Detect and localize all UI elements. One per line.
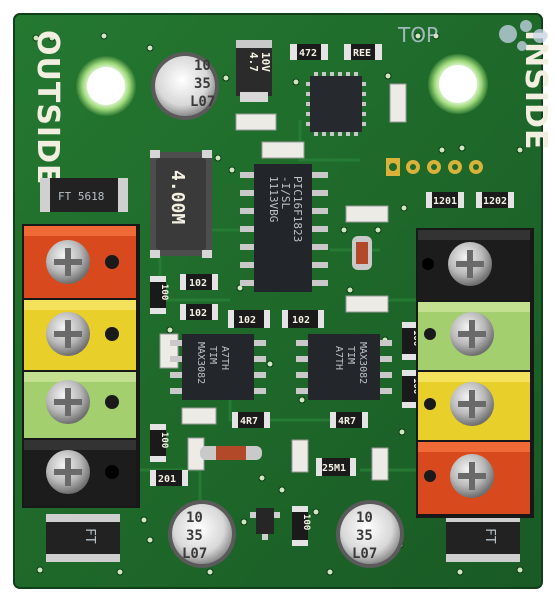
outside-label: OUTSIDE <box>30 30 65 186</box>
svg-text:4R7: 4R7 <box>338 416 356 427</box>
electrolytic-capacitor-bottom-left: 10 35 L07 <box>168 500 236 568</box>
resistor-1201: 1201 <box>426 192 464 208</box>
ceramic-capacitor-top-right <box>389 83 407 123</box>
svg-text:102: 102 <box>189 308 207 319</box>
ceramic-capacitor-mid-right <box>345 205 389 223</box>
resistor-472: 472 <box>290 44 328 60</box>
rs485-driver-left: MAX3082 TIM A7TH <box>170 334 266 400</box>
svg-text:L07: L07 <box>190 94 215 110</box>
svg-text:35: 35 <box>194 76 211 92</box>
terminal-right-yellow <box>418 372 530 440</box>
svg-text:TOP: TOP <box>397 23 438 47</box>
svg-text:REE: REE <box>353 48 371 59</box>
svg-text:102: 102 <box>238 315 256 326</box>
svg-text:100: 100 <box>159 432 169 448</box>
svg-text:25M1: 25M1 <box>322 463 346 474</box>
terminal-right-black <box>418 230 530 300</box>
svg-text:10V: 10V <box>259 52 272 72</box>
resistor-102-d: 102 <box>282 310 324 328</box>
svg-text:102: 102 <box>189 278 207 289</box>
tvs-diode-left-top: FT 5618 <box>40 178 128 212</box>
svg-text:TIM: TIM <box>207 346 218 364</box>
terminal-left-green <box>24 372 136 438</box>
svg-text:35: 35 <box>356 528 373 544</box>
mounting-hole-left <box>76 56 136 116</box>
terminal-left-yellow <box>24 300 136 370</box>
svg-text:4R7: 4R7 <box>240 416 258 427</box>
svg-text:FT: FT <box>82 528 97 544</box>
tantalum-capacitor: 4.7 10V <box>236 40 272 102</box>
svg-text:102: 102 <box>292 315 310 326</box>
svg-text:1113VBG: 1113VBG <box>267 176 280 222</box>
resistor-4r7-b: 4R7 <box>330 412 368 428</box>
svg-text:100: 100 <box>301 514 311 530</box>
terminal-block-left <box>22 224 140 508</box>
diode-glass-bottom <box>200 446 262 460</box>
svg-text:FT: FT <box>482 528 497 544</box>
svg-text:10: 10 <box>194 58 211 74</box>
tvs-diode-left-bottom: FT <box>46 514 120 562</box>
svg-text:A7TH: A7TH <box>333 346 344 370</box>
svg-text:4.00M: 4.00M <box>167 170 188 224</box>
svg-text:MAX3082: MAX3082 <box>195 342 206 384</box>
svg-text:10: 10 <box>186 510 203 526</box>
resistor-100-bottom: 100 <box>292 506 311 546</box>
resistor-100-left-b: 100 <box>150 424 169 462</box>
svg-text:MAX3082: MAX3082 <box>357 342 368 384</box>
svg-text:PIC16F1823: PIC16F1823 <box>291 176 304 242</box>
microcontroller-chip: PIC16F1823 -I/SL 1113VBG <box>240 164 328 292</box>
svg-text:100: 100 <box>159 284 169 300</box>
ceramic-capacitor-bot-3 <box>371 447 389 481</box>
terminal-left-red <box>24 226 136 298</box>
resistor-100-left-a: 100 <box>150 276 169 314</box>
mounting-hole-right <box>428 54 488 114</box>
watermark: TOP <box>397 20 547 51</box>
svg-text:1201: 1201 <box>433 196 457 207</box>
terminal-right-green <box>418 302 530 370</box>
svg-text:4.7: 4.7 <box>247 52 260 72</box>
terminal-right-red <box>418 442 530 514</box>
svg-text:1202: 1202 <box>483 196 507 207</box>
ceramic-capacitor-mid-left <box>159 333 179 369</box>
resistor-25m1: 25M1 <box>316 458 356 476</box>
svg-text:L07: L07 <box>182 546 207 562</box>
svg-text:201: 201 <box>158 474 176 485</box>
electrolytic-capacitor-top: 10 35 L07 <box>151 52 219 120</box>
ceramic-capacitor-mcu-top <box>261 141 305 159</box>
svg-text:35: 35 <box>186 528 203 544</box>
resistor-102-b: 102 <box>180 304 218 320</box>
sot-transistor <box>250 508 280 540</box>
svg-text:FT 5618: FT 5618 <box>58 190 104 203</box>
ceramic-capacitor-mid-left2 <box>181 407 217 425</box>
resistor-102-c: 102 <box>228 310 270 328</box>
electrolytic-capacitor-bottom-right: 10 35 L07 <box>336 500 404 568</box>
ceramic-capacitor-mid-right2 <box>345 295 389 313</box>
terminal-left-black <box>24 440 136 506</box>
qfn-chip <box>306 72 366 136</box>
svg-text:-I/SL: -I/SL <box>279 176 292 209</box>
programming-header-pads <box>386 158 483 176</box>
svg-text:10: 10 <box>356 510 373 526</box>
svg-text:L07: L07 <box>352 546 377 562</box>
svg-text:TIM: TIM <box>345 346 356 364</box>
terminal-block-right <box>416 228 534 518</box>
diode-glass <box>352 236 372 270</box>
resistor-1202: 1202 <box>476 192 514 208</box>
resistor-201: 201 <box>150 470 188 486</box>
resistor-4r7-a: 4R7 <box>232 412 270 428</box>
resistor-102-a: 102 <box>180 274 218 290</box>
pcb-board <box>14 14 542 588</box>
svg-text:472: 472 <box>299 48 317 59</box>
ceramic-capacitor-bot-2 <box>291 439 309 473</box>
tvs-diode-right-bottom: FT <box>446 514 520 562</box>
rs485-driver-right: MAX3082 TIM A7TH <box>296 334 392 400</box>
svg-text:A7TH: A7TH <box>219 346 230 370</box>
resistor-ree: REE <box>344 44 382 60</box>
crystal-oscillator: 4.00M <box>150 150 212 258</box>
ceramic-capacitor-left-top <box>235 113 277 131</box>
